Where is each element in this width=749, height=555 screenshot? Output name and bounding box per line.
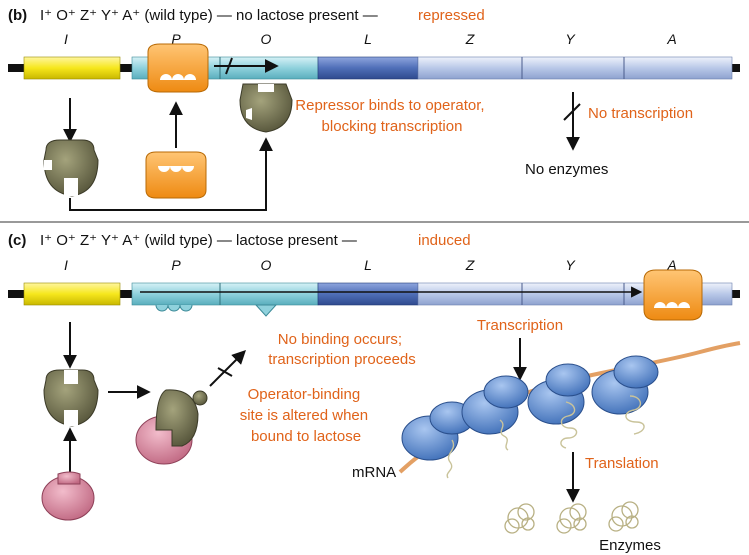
gene-label-l: L — [364, 31, 372, 47]
ribosome — [461, 375, 529, 435]
panel-c-dna — [8, 282, 740, 317]
callout-translation: Translation — [585, 455, 659, 472]
empty-operator-site — [254, 304, 278, 317]
i-gene-segment — [23, 282, 121, 306]
callout-altered-site: Operator-binding site is altered when bo… — [240, 386, 373, 445]
panel-b-gene-labels: I P O L Z Y A — [64, 31, 677, 47]
lactose-inducer — [41, 471, 95, 521]
panel-b-state: repressed — [418, 7, 485, 24]
gene-label-a: A — [666, 31, 676, 47]
gene-label-p: P — [171, 257, 181, 273]
callout-no-binding: No binding occurs; transcription proceed… — [268, 331, 416, 368]
repressor-on-operator — [239, 83, 293, 133]
panel-c-label: (c) — [8, 232, 26, 249]
free-repressor-b — [43, 139, 99, 197]
rna-polymerase-transcribing — [643, 269, 703, 321]
enzyme-y — [556, 503, 587, 534]
gene-label-z: Z — [465, 257, 475, 273]
enzymes — [504, 501, 639, 534]
gene-label-o: O — [261, 31, 272, 47]
gene-label-l: L — [364, 257, 372, 273]
gene-label-p: P — [171, 31, 181, 47]
panel-c: (c) I⁺ O⁺ Z⁺ Y⁺ A⁺ (wild type) — lactose… — [8, 232, 741, 554]
gene-label-i: I — [64, 257, 68, 273]
callout-no-transcription: No transcription — [588, 105, 693, 122]
gene-label-a: A — [666, 257, 676, 273]
gene-label-i: I — [64, 31, 68, 47]
repressor-to-operator-arrow — [69, 137, 273, 211]
label-no-enzymes: No enzymes — [525, 161, 608, 178]
gene-label-o: O — [261, 257, 272, 273]
ribosome — [527, 363, 591, 425]
callout-repressor-binds: Repressor binds to operator, blocking tr… — [295, 97, 488, 135]
zya-segment — [417, 56, 733, 80]
block-slash — [225, 57, 233, 75]
free-repressor-c — [43, 369, 99, 427]
empty-promoter-site — [155, 304, 193, 312]
free-rna-polymerase — [145, 151, 207, 199]
no-binding-arrow — [209, 350, 246, 387]
label-enzymes: Enzymes — [599, 537, 661, 554]
panel-b-dna — [8, 56, 740, 80]
l-segment — [317, 282, 419, 306]
panel-c-gene-labels: I P O L Z Y A — [64, 257, 677, 273]
panel-b-genotype: I⁺ O⁺ Z⁺ Y⁺ A⁺ (wild type) — no lactose … — [40, 7, 378, 24]
panel-b: (b) I⁺ O⁺ Z⁺ Y⁺ A⁺ (wild type) — no lact… — [8, 7, 740, 211]
i-gene-segment — [23, 56, 121, 80]
panel-c-genotype: I⁺ O⁺ Z⁺ Y⁺ A⁺ (wild type) — lactose pre… — [40, 232, 357, 249]
panel-c-state: induced — [418, 232, 471, 249]
no-binding-block — [217, 367, 233, 377]
nascent-polypeptides — [446, 395, 645, 479]
panel-b-label: (b) — [8, 7, 27, 24]
gene-label-y: Y — [565, 257, 576, 273]
rna-polymerase-bound — [147, 43, 209, 93]
callout-transcription: Transcription — [477, 317, 563, 334]
repressor-lactose-complex — [135, 389, 208, 465]
l-segment — [317, 56, 419, 80]
ribosome — [591, 355, 659, 415]
no-transcription-block — [563, 103, 581, 121]
gene-label-y: Y — [565, 31, 576, 47]
enzyme-z — [504, 503, 535, 534]
enzyme-a — [608, 501, 639, 532]
gene-label-z: Z — [465, 31, 475, 47]
label-mrna: mRNA — [352, 464, 396, 481]
ribosomes — [401, 355, 659, 461]
promoter-operator-segment — [131, 282, 319, 306]
